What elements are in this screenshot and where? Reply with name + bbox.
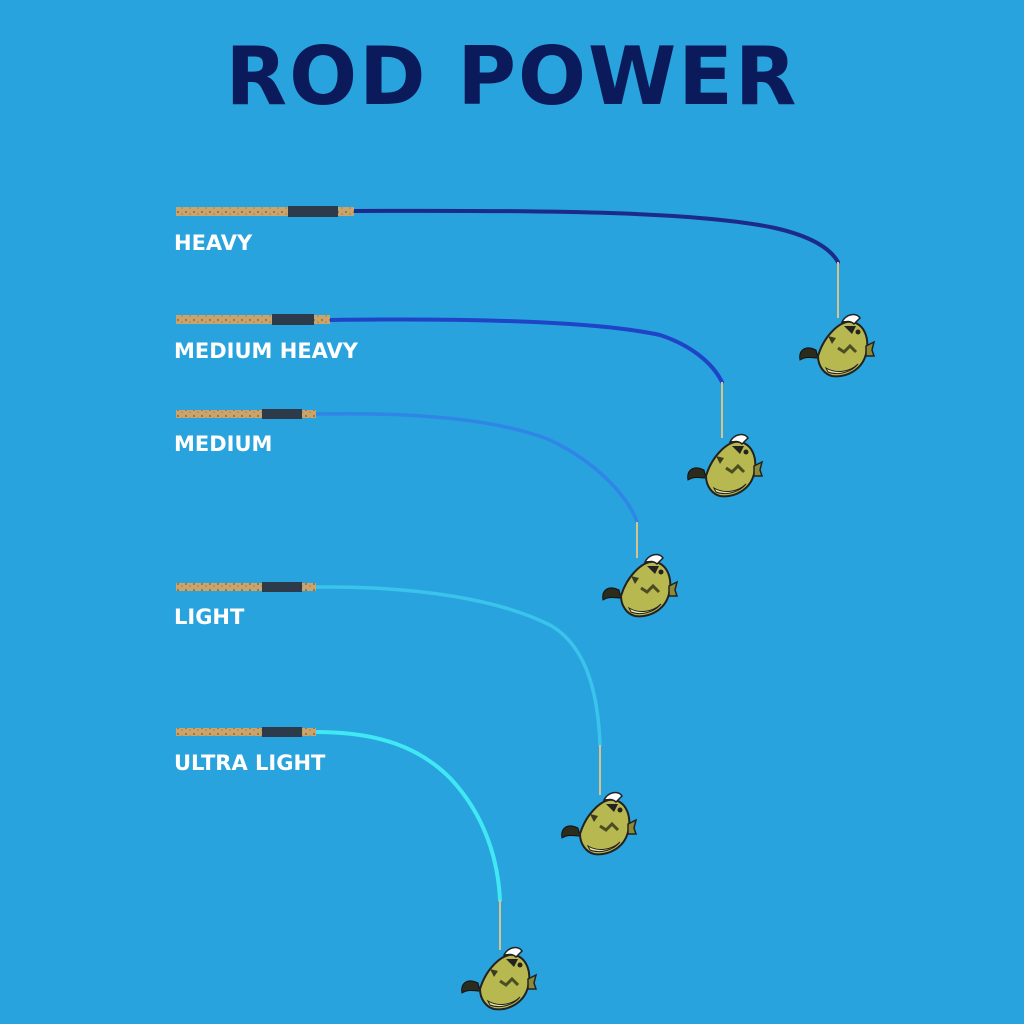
rod-medium	[176, 409, 679, 618]
bass-fish-icon	[601, 553, 679, 618]
rod-ultra-light	[176, 727, 538, 1011]
bass-fish-icon	[460, 946, 538, 1011]
label-medium-heavy: MEDIUM HEAVY	[174, 339, 358, 363]
label-medium: MEDIUM	[174, 432, 273, 456]
bass-fish-icon	[686, 433, 764, 498]
label-heavy: HEAVY	[174, 231, 253, 255]
rod-heavy	[176, 206, 876, 378]
bass-fish-icon	[798, 313, 876, 378]
rod-medium-heavy	[176, 314, 764, 498]
page-title: ROD POWER	[225, 30, 799, 123]
label-light: LIGHT	[174, 605, 245, 629]
rod-light	[176, 582, 638, 856]
label-ultra-light: ULTRA LIGHT	[174, 751, 326, 775]
bass-fish-icon	[560, 791, 638, 856]
